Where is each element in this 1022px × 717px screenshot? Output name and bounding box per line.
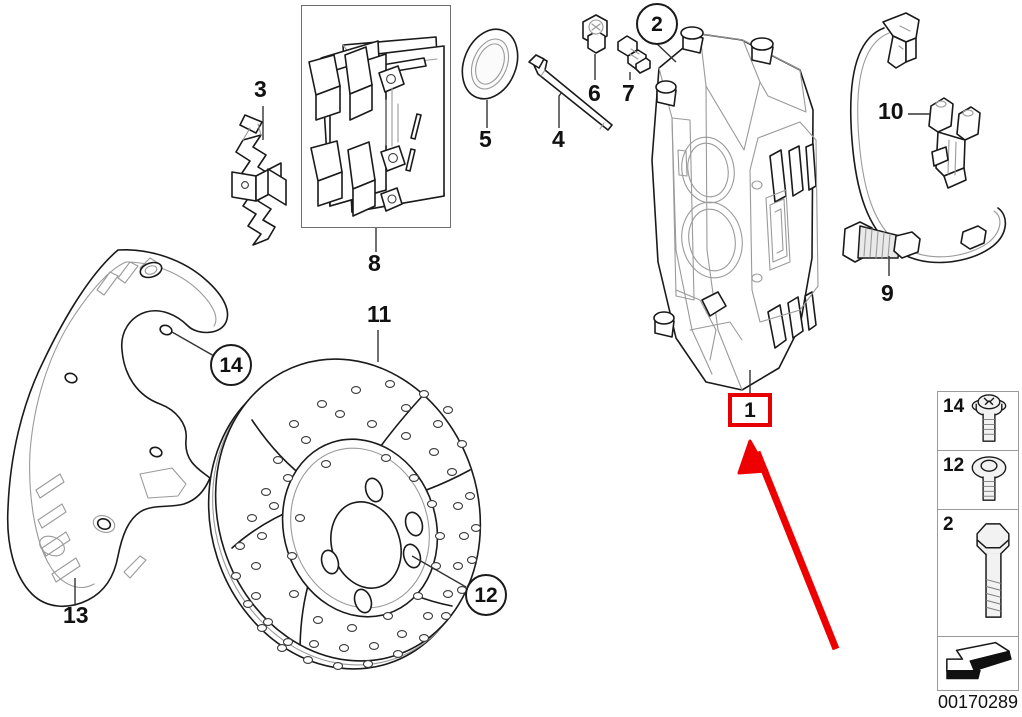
part-5-seal-ring bbox=[461, 28, 519, 100]
callout-7[interactable]: 7 bbox=[622, 80, 635, 106]
part-13-dust-shield bbox=[6, 249, 229, 608]
callout-10[interactable]: 10 bbox=[878, 98, 904, 124]
part-9-wear-sensor bbox=[842, 12, 1007, 264]
callout-11[interactable]: 11 bbox=[367, 301, 392, 327]
callout-2[interactable]: 2 bbox=[636, 3, 678, 45]
leader-lines bbox=[74, 41, 930, 604]
drilled-hole-pattern bbox=[230, 380, 482, 670]
legend-number-12: 12 bbox=[943, 455, 965, 476]
legend-cell-14[interactable]: 14 bbox=[938, 392, 1018, 451]
part-4-guide-pin bbox=[528, 54, 613, 131]
callout-3[interactable]: 3 bbox=[254, 76, 267, 102]
callout-4[interactable]: 4 bbox=[552, 126, 565, 152]
countersunk-socket-screw-icon bbox=[962, 451, 1016, 509]
part-3-retaining-spring bbox=[231, 114, 287, 246]
part-6-bleeder-cap bbox=[582, 14, 608, 54]
legend-cell-12[interactable]: 12 bbox=[938, 451, 1018, 510]
hex-head-bolt-icon bbox=[962, 510, 1016, 636]
part-number-label: 00170289 bbox=[937, 692, 1019, 712]
part-10-cable-clip bbox=[928, 97, 981, 189]
callout-12[interactable]: 12 bbox=[465, 574, 507, 616]
legend-number-14: 14 bbox=[943, 396, 965, 417]
legend-cell-2[interactable]: 2 bbox=[938, 510, 1018, 637]
part-1-brake-caliper bbox=[651, 26, 819, 391]
part-7-bleeder-screw bbox=[617, 35, 651, 74]
flange-head-bolt-icon bbox=[962, 392, 1016, 450]
callout-13[interactable]: 13 bbox=[63, 602, 89, 628]
legend-cell-direction-arrow[interactable] bbox=[938, 637, 1018, 691]
callout-8[interactable]: 8 bbox=[368, 250, 381, 276]
callout-14[interactable]: 14 bbox=[210, 344, 252, 386]
callout-9[interactable]: 9 bbox=[881, 280, 894, 306]
callout-1-highlighted[interactable]: 1 bbox=[728, 393, 772, 427]
direction-arrow-icon bbox=[941, 637, 1015, 691]
callout-5[interactable]: 5 bbox=[479, 126, 492, 152]
part-8-brake-pad-set bbox=[308, 36, 445, 217]
fastener-legend-panel: 14 bbox=[937, 391, 1019, 691]
brake-pad-set-group-box bbox=[301, 5, 451, 228]
callout-6[interactable]: 6 bbox=[588, 80, 601, 106]
legend-number-2: 2 bbox=[943, 514, 954, 535]
part-11-brake-disc bbox=[207, 358, 482, 670]
